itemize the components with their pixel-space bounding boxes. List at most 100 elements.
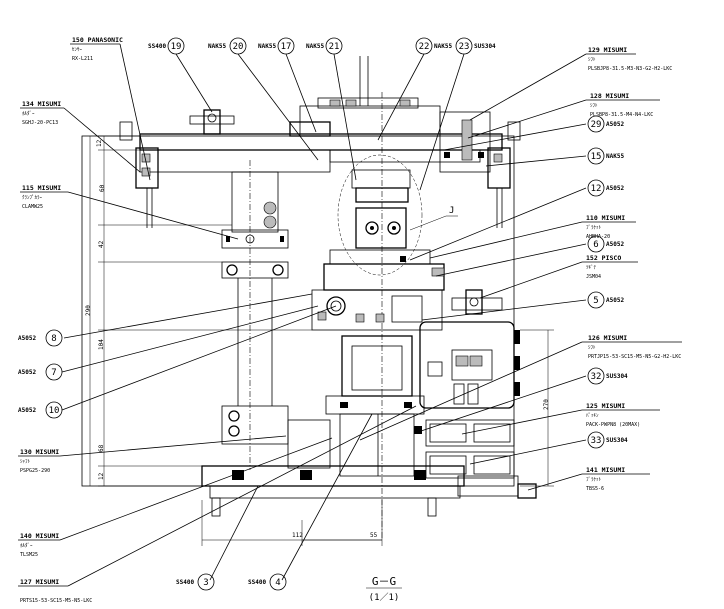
svg-text:NAK55: NAK55 [208, 43, 226, 50]
svg-text:8: 8 [51, 334, 56, 344]
dimension-values: 12 60 42 290 104 68 12 270 112 55 [85, 139, 550, 539]
svg-text:A5052: A5052 [18, 369, 36, 376]
svg-text:3: 3 [203, 578, 208, 588]
view-title: G－G [372, 575, 396, 588]
svg-text:TLSM25: TLSM25 [20, 552, 38, 558]
svg-text:PLSBJP8-31.5-M3-N3-G2-H2-LKC: PLSBJP8-31.5-M3-N3-G2-H2-LKC [588, 66, 672, 72]
callout-129: 129 MISUMI ｼﾌﾄ PLSBJP8-31.5-M3-N3-G2-H2-… [588, 46, 672, 72]
svg-text:125 MISUMI: 125 MISUMI [586, 402, 625, 410]
svg-text:NAK55: NAK55 [306, 43, 324, 50]
balloon-5: 5 A5052 [587, 291, 624, 309]
svg-text:7: 7 [51, 368, 56, 378]
detail-circle-j [337, 154, 423, 276]
dim-12-top: 12 [96, 139, 103, 147]
svg-text:130 MISUMI: 130 MISUMI [20, 448, 59, 456]
dim-104: 104 [98, 339, 105, 350]
svg-text:ｸﾗﾝﾌﾟｶﾗｰ: ｸﾗﾝﾌﾟｶﾗｰ [22, 194, 43, 201]
svg-text:PRTS15-53-SC15-M5-N5-LKC: PRTS15-53-SC15-M5-N5-LKC [20, 598, 92, 604]
svg-text:SUS304: SUS304 [606, 437, 628, 444]
svg-text:SS400: SS400 [176, 579, 194, 586]
svg-text:CLAMW25: CLAMW25 [22, 204, 43, 210]
svg-text:A5052: A5052 [606, 297, 624, 304]
svg-text:10: 10 [49, 406, 60, 416]
svg-text:A5052: A5052 [606, 121, 624, 128]
svg-text:23: 23 [459, 42, 470, 52]
balloon-6: 6 A5052 [587, 235, 624, 253]
balloon-20: NAK55 20 [208, 37, 247, 55]
dim-290: 290 [85, 305, 92, 316]
gripper-block [355, 207, 407, 249]
cylinder-body [341, 335, 413, 397]
balloon-32: 32 SUS304 [587, 367, 628, 385]
svg-text:SS400: SS400 [148, 43, 166, 50]
dimension-lines [89, 135, 554, 546]
callout-128: 128 MISUMI ｼﾌﾄ PLSBP8-31.5-M4-N4-LKC [590, 92, 653, 118]
callout-140: 140 MISUMI ﾎﾙﾀﾞｰ TLSM25 [20, 532, 59, 558]
svg-text:JSM04: JSM04 [586, 274, 601, 280]
balloon-33: 33 SUS304 [587, 431, 628, 449]
svg-text:ﾎﾙﾀﾞｰ: ﾎﾙﾀﾞｰ [20, 542, 33, 549]
section-mark-j: J [449, 206, 454, 216]
svg-text:140 MISUMI: 140 MISUMI [20, 532, 59, 540]
balloon-21: NAK55 21 [306, 37, 343, 55]
svg-text:12: 12 [591, 184, 602, 194]
dim-55: 55 [370, 532, 378, 539]
svg-text:NAK55: NAK55 [606, 153, 624, 160]
svg-text:152 PISCO: 152 PISCO [586, 254, 621, 262]
balloon-23: 23 SUS304 [455, 37, 496, 55]
svg-text:PACK-PWPN8 (20MAX): PACK-PWPN8 (20MAX) [586, 422, 640, 428]
upper-left-block [231, 171, 279, 233]
bottom-bracket [517, 483, 537, 499]
right-holder [487, 147, 511, 189]
svg-text:127 MISUMI: 127 MISUMI [20, 578, 59, 586]
balloon-3: SS400 3 [176, 573, 215, 591]
svg-text:29: 29 [591, 120, 602, 130]
svg-text:PRTJP15-53-SC15-M5-N5-G2-H2-LK: PRTJP15-53-SC15-M5-N5-G2-H2-LKC [588, 354, 681, 360]
svg-text:126 MISUMI: 126 MISUMI [588, 334, 627, 342]
svg-text:ﾂｷﾞﾃ: ﾂｷﾞﾃ [586, 264, 597, 271]
callout-141: 141 MISUMI ﾌﾞﾗｹｯﾄ TBS5-6 [586, 466, 625, 492]
svg-text:SS400: SS400 [248, 579, 266, 586]
svg-text:A5052: A5052 [18, 335, 36, 342]
svg-text:ｼﾌﾄ: ｼﾌﾄ [588, 345, 596, 351]
svg-text:ｼﾌﾄ: ｼﾌﾄ [588, 57, 596, 63]
svg-text:ﾌﾞﾗｹｯﾄ: ﾌﾞﾗｹｯﾄ [586, 224, 602, 231]
svg-text:ﾎﾙﾀﾞｰ: ﾎﾙﾀﾞｰ [22, 110, 35, 117]
balloon-10: A5052 10 [18, 401, 63, 419]
balloon-17: NAK55 17 [258, 37, 295, 55]
svg-text:A5052: A5052 [606, 185, 624, 192]
svg-text:A5052: A5052 [18, 407, 36, 414]
svg-text:SUS304: SUS304 [606, 373, 628, 380]
svg-text:NAK55: NAK55 [434, 43, 452, 50]
svg-text:141 MISUMI: 141 MISUMI [586, 466, 625, 474]
dim-270: 270 [543, 399, 550, 410]
callout-152: 152 PISCO ﾂｷﾞﾃ JSM04 [586, 254, 621, 280]
svg-text:134 MISUMI: 134 MISUMI [22, 100, 61, 108]
svg-text:SGHJ-20-PC13: SGHJ-20-PC13 [22, 120, 58, 126]
svg-text:ﾌﾞﾗｹｯﾄ: ﾌﾞﾗｹｯﾄ [586, 476, 602, 483]
balloon-8: A5052 8 [18, 329, 63, 347]
svg-text:22: 22 [419, 42, 430, 52]
svg-text:RX-L211: RX-L211 [72, 56, 93, 62]
svg-text:33: 33 [591, 436, 602, 446]
svg-text:A5052: A5052 [606, 241, 624, 248]
leader-lines [18, 43, 682, 587]
callout-126: 126 MISUMI ｼﾌﾄ PRTJP15-53-SC15-M5-N5-G2-… [588, 334, 681, 360]
svg-text:115 MISUMI: 115 MISUMI [22, 184, 61, 192]
svg-text:SUS304: SUS304 [474, 43, 496, 50]
assembly-outline [81, 56, 537, 540]
svg-text:15: 15 [591, 152, 602, 162]
svg-text:110 MISUMI: 110 MISUMI [586, 214, 625, 222]
callout-125: 125 MISUMI ﾊﾟｯｷﾝ PACK-PWPN8 (20MAX) [586, 402, 640, 428]
balloon-19: SS400 19 [148, 37, 185, 55]
mid-plate [323, 263, 445, 291]
balloon-15: 15 NAK55 [587, 147, 624, 165]
svg-text:17: 17 [281, 42, 292, 52]
svg-text:ﾊﾟｯｷﾝ: ﾊﾟｯｷﾝ [586, 412, 599, 419]
callout-134: 134 MISUMI ﾎﾙﾀﾞｰ SGHJ-20-PC13 [22, 100, 61, 126]
svg-text:20: 20 [233, 42, 244, 52]
svg-text:32: 32 [591, 372, 602, 382]
svg-text:ｾﾝｻｰ: ｾﾝｻｰ [72, 47, 83, 53]
balloon-7: A5052 7 [18, 363, 63, 381]
